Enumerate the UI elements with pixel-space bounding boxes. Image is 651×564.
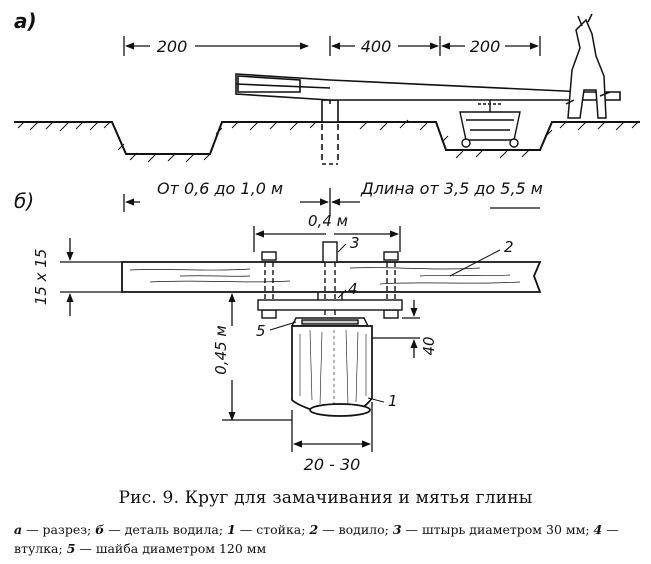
dim-40: 40	[420, 336, 438, 355]
dim-200-right: 200	[470, 37, 501, 56]
post-wood-grain	[299, 329, 367, 405]
dimension-04	[253, 226, 401, 252]
figure-caption-title: Рис. 9. Круг для замачивания и мятья гли…	[118, 488, 533, 508]
post-section	[321, 96, 339, 165]
dim-range-right: Длина от 3,5 до 5,5 м	[360, 179, 543, 198]
legend-text: — водило;	[318, 522, 393, 537]
dim-045: 0,45 м	[212, 325, 230, 374]
washer	[290, 317, 370, 327]
legend-key: 1	[227, 522, 236, 537]
part-1-label: 1	[388, 392, 398, 410]
drawing: а) 200 400 200	[14, 9, 640, 474]
legend-text: — стойка;	[235, 522, 310, 537]
legend-text: — шайба диаметром 120 мм	[75, 541, 267, 556]
legend-text: — разрез;	[22, 522, 96, 537]
legend-key: 5	[66, 541, 76, 556]
horse-figure	[565, 13, 611, 119]
dim-400: 400	[361, 37, 392, 56]
sleeve-plate	[257, 292, 403, 311]
ground-profile	[14, 121, 640, 155]
dimension-top	[123, 36, 541, 56]
dimension-length	[123, 188, 540, 216]
post-detail	[291, 325, 373, 417]
figure-caption-legend: а — разрез; б — деталь водила; 1 — стойк…	[14, 520, 639, 558]
part-2-label: 2	[504, 238, 514, 256]
beam	[121, 261, 542, 293]
dim-15x15: 15 х 15	[32, 249, 50, 306]
sweep-arm-section	[235, 73, 621, 101]
view-a-label: а)	[14, 9, 37, 33]
part-4-label: 4	[348, 280, 358, 298]
part-5-label: 5	[256, 322, 266, 340]
dim-200-left: 200	[157, 37, 188, 56]
dim-range-left: От 0,6 до 1,0 м	[157, 179, 283, 198]
dimension-045	[222, 293, 292, 421]
legend-key: 2	[309, 522, 319, 537]
legend-key: 3	[392, 522, 402, 537]
dimension-20-30	[291, 402, 373, 452]
legend-key: б	[95, 522, 105, 537]
roller-cart	[459, 100, 521, 148]
legend-text: — штырь диаметром 30 мм;	[401, 522, 594, 537]
dim-04: 0,4 м	[308, 212, 348, 230]
dimension-40	[372, 300, 420, 358]
dim-20-30: 20 - 30	[304, 455, 361, 474]
bolts	[261, 251, 399, 319]
dimension-15x15	[60, 238, 122, 316]
part-3-label: 3	[350, 234, 360, 252]
view-b-label: б)	[14, 189, 34, 213]
legend-key: а	[14, 522, 23, 537]
ground-hatching	[17, 119, 639, 163]
pin	[322, 241, 338, 318]
legend-key: 4	[593, 522, 603, 537]
legend-text: — деталь водила;	[104, 522, 228, 537]
callout-leaders	[269, 243, 501, 403]
legend-text: — втулка;	[14, 522, 619, 556]
